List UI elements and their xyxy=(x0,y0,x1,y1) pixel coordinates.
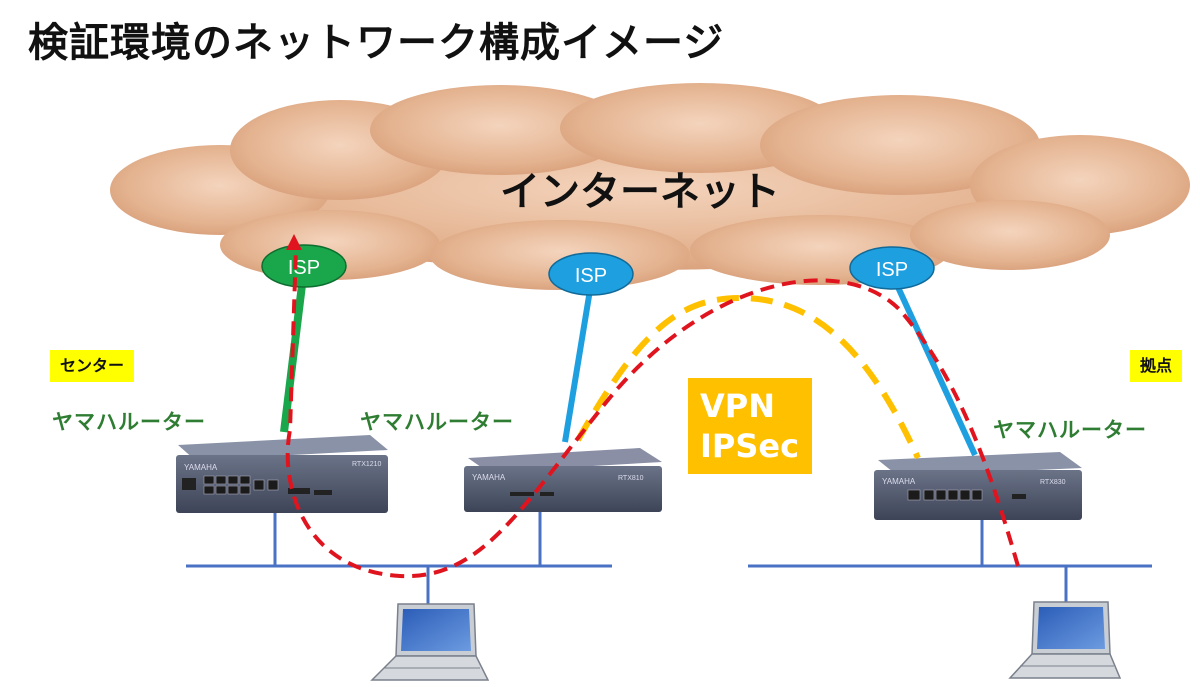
vpn-ipsec-box: VPN IPSec xyxy=(688,378,812,474)
router-center-model: RTX1210 xyxy=(352,461,382,468)
isp-node-middle: ISP xyxy=(548,252,634,296)
laptop-right xyxy=(1008,601,1122,679)
isp-node-center: ISP xyxy=(261,244,347,288)
site-label-branch: 拠点 xyxy=(1130,350,1183,382)
lan-segment-left xyxy=(186,512,612,604)
isp-label-middle: ISP xyxy=(575,265,607,287)
router-branch: YAMAHA RTX830 xyxy=(874,452,1082,520)
isp-label-center: ISP xyxy=(288,257,320,279)
router-label-middle: ヤマハルーター xyxy=(360,410,514,434)
router-middle-brand: YAMAHA xyxy=(472,473,506,482)
router-label-branch: ヤマハルーター xyxy=(993,418,1147,442)
vpn-tunnel-path xyxy=(575,294,921,460)
laptop-left xyxy=(370,603,490,681)
route-path xyxy=(285,247,1020,579)
router-middle: YAMAHA RTX810 xyxy=(464,448,662,512)
router-middle-model: RTX810 xyxy=(618,475,644,482)
router-branch-model: RTX830 xyxy=(1040,479,1066,486)
route-arrow-head xyxy=(286,234,302,250)
vpn-label: VPN xyxy=(700,387,775,425)
isp-node-branch: ISP xyxy=(849,246,935,290)
router-branch-brand: YAMAHA xyxy=(882,477,916,486)
router-center: YAMAHA RTX1210 xyxy=(176,435,388,513)
page-title: 検証環境のネットワーク構成イメージ xyxy=(28,20,725,66)
lan-segment-right xyxy=(748,516,1152,602)
internet-cloud: インターネット xyxy=(110,83,1190,290)
router-center-brand: YAMAHA xyxy=(184,463,218,472)
internet-label: インターネット xyxy=(500,169,780,215)
router-label-center: ヤマハルーター xyxy=(52,410,206,434)
isp-label-branch: ISP xyxy=(876,259,908,281)
isp-link-middle xyxy=(562,289,593,443)
ipsec-label: IPSec xyxy=(700,427,800,465)
isp-link-branch xyxy=(894,283,978,457)
site-label-center: センター xyxy=(50,350,135,382)
isp-link-center xyxy=(280,284,306,433)
